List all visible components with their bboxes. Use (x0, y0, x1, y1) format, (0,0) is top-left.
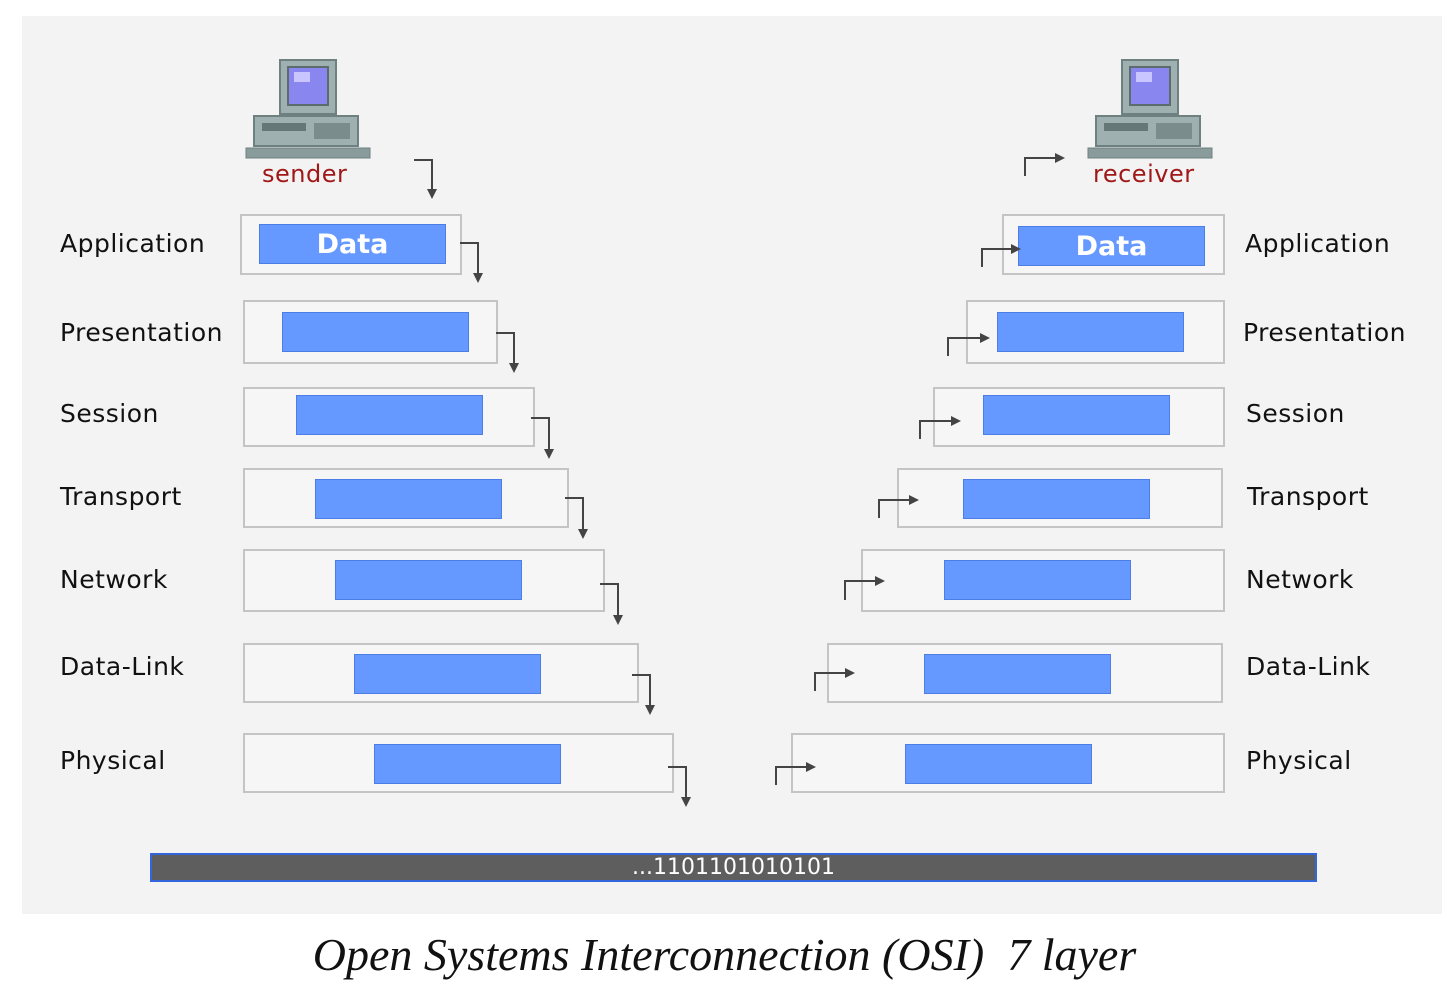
sender-packet-transport (315, 479, 502, 519)
receiver-layer-label-application: Application (1245, 229, 1391, 258)
receiver-layer-label-data-link: Data-Link (1246, 652, 1371, 681)
receiver-arrow-0 (1024, 153, 1065, 176)
sender-arrow-5 (600, 583, 623, 625)
figure-caption: Open Systems Interconnection (OSI) 7 lay… (312, 929, 1137, 980)
sender-layer-label-session: Session (60, 399, 159, 428)
receiver-packet-physical (905, 744, 1092, 784)
receiver-packet-network (944, 560, 1131, 600)
receiver-arrow-4 (878, 495, 919, 518)
sender-arrow-0 (414, 159, 437, 199)
receiver-packet-transport (963, 479, 1150, 519)
sender-layer-label-presentation: Presentation (60, 318, 224, 347)
receiver-arrow-2 (947, 333, 990, 356)
sender-arrow-4 (565, 497, 588, 539)
sender-layer-label-physical: Physical (60, 746, 166, 775)
sender-packet-network (335, 560, 522, 600)
receiver-layer-label-physical: Physical (1246, 746, 1352, 775)
sender-arrow-2 (496, 332, 519, 373)
bitstream-bar: ...1101101010101 (150, 853, 1317, 882)
sender-label: sender (262, 160, 348, 188)
receiver-layer-label-session: Session (1246, 399, 1345, 428)
receiver-layer-label-network: Network (1246, 565, 1354, 594)
sender-packet-physical (374, 744, 561, 784)
sender-arrow-7 (668, 766, 691, 807)
receiver-arrow-7 (775, 762, 816, 785)
sender-arrow-1 (460, 242, 483, 283)
sender-layer-label-transport: Transport (60, 482, 182, 511)
sender-layer-label-application: Application (60, 229, 206, 258)
receiver-layer-label-presentation: Presentation (1243, 318, 1407, 347)
receiver-arrow-1 (981, 244, 1021, 267)
receiver-arrow-5 (844, 576, 885, 600)
receiver-arrow-3 (919, 416, 961, 439)
sender-packet-session (296, 395, 483, 435)
receiver-packet-data-link (924, 654, 1111, 694)
sender-arrow-3 (531, 417, 554, 459)
receiver-packet-application: Data (1018, 226, 1205, 266)
sender-packet-presentation (282, 312, 469, 352)
receiver-arrow-6 (814, 668, 855, 691)
receiver-packet-presentation (997, 312, 1184, 352)
sender-arrow-6 (632, 674, 655, 715)
receiver-packet-session (983, 395, 1170, 435)
receiver-label: receiver (1093, 160, 1195, 188)
sender-layer-label-data-link: Data-Link (60, 652, 185, 681)
receiver-layer-label-transport: Transport (1247, 482, 1369, 511)
sender-layer-label-network: Network (60, 565, 168, 594)
sender-packet-application: Data (259, 224, 446, 264)
sender-packet-data-link (354, 654, 541, 694)
